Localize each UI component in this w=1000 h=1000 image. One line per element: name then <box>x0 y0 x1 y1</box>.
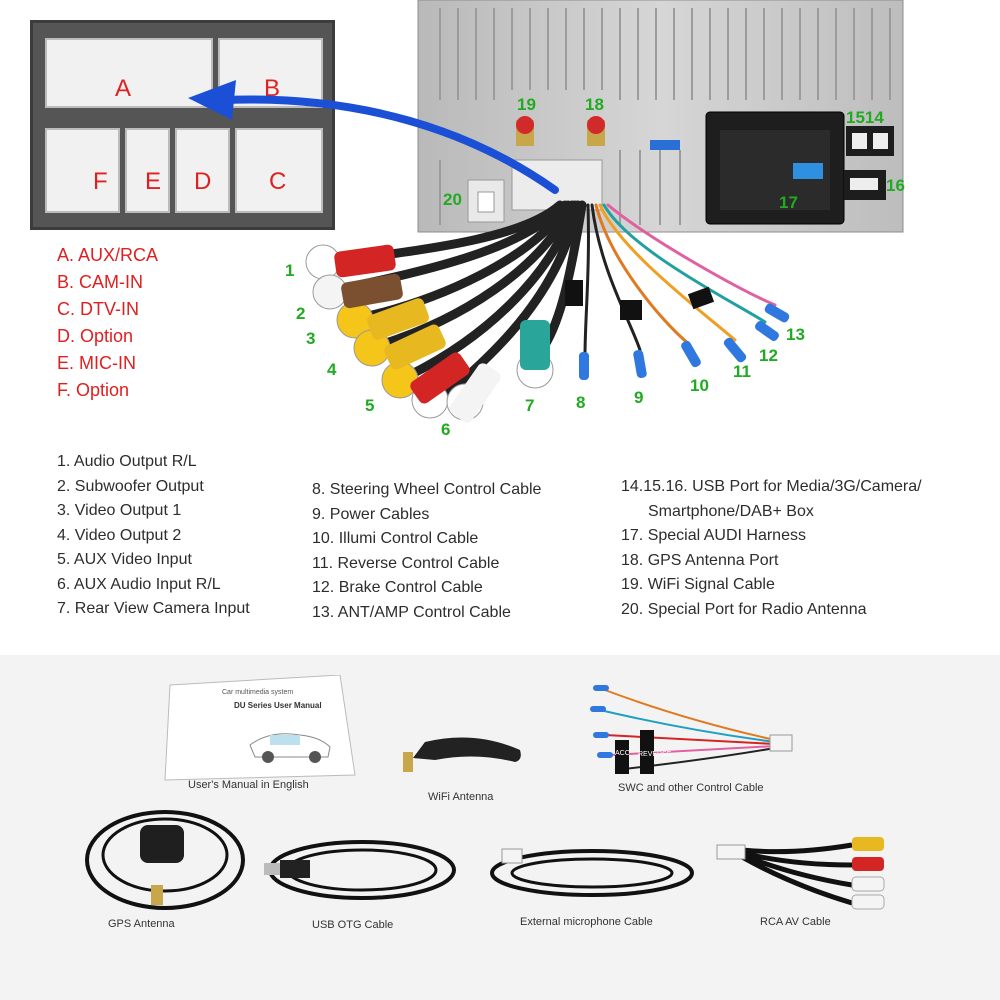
legend-d: D. Option <box>57 326 134 346</box>
connector-closeup: A B F E D C <box>30 20 335 230</box>
cable-label-1: 1 <box>285 261 295 280</box>
radio-back-panel <box>417 0 904 233</box>
list-item: 12. Brake Control Cable <box>312 579 483 596</box>
letter-f: F <box>93 168 108 195</box>
caption-mic: External microphone Cable <box>520 916 653 928</box>
mic-cable-image <box>490 848 694 897</box>
caption-otg: USB OTG Cable <box>312 919 394 931</box>
list-item: 20. Special Port for Radio Antenna <box>621 600 867 618</box>
port-label-19: 19 <box>517 95 536 114</box>
list-item: 6. AUX Audio Input R/L <box>57 575 221 593</box>
cable-label-5: 5 <box>365 396 375 415</box>
port-label-18: 18 <box>585 95 604 114</box>
plug-d <box>175 128 230 213</box>
port-label-20: 20 <box>443 190 462 209</box>
plug-e <box>125 128 170 213</box>
list-item: 11. Reverse Control Cable <box>312 554 500 572</box>
cable-label-8: 8 <box>576 393 586 412</box>
cable-label-10: 10 <box>690 376 709 395</box>
port-label-1514: 1514 <box>846 108 884 127</box>
manual-image <box>164 675 356 781</box>
port-label-16: 16 <box>886 176 905 195</box>
gps-antenna-image <box>85 810 245 910</box>
list-item: 3. Video Output 1 <box>57 502 182 519</box>
accessories-panel: Car multimedia system DU Series User Man… <box>0 655 1000 1000</box>
cable-label-7: 7 <box>525 396 535 415</box>
swc-tag-acc: ACC <box>615 750 630 757</box>
list-item: 1. Audio Output R/L <box>57 453 197 470</box>
cable-label-13: 13 <box>786 325 805 344</box>
arrow-icon <box>188 80 559 194</box>
cable-label-12: 12 <box>759 346 778 365</box>
list-item: 8. Steering Wheel Control Cable <box>312 481 542 498</box>
swc-tag-reverse: REVERSE <box>638 751 672 758</box>
plug-a <box>45 38 213 108</box>
letter-b: B <box>264 75 281 102</box>
legend-f: F. Option <box>57 380 130 400</box>
legend-e: E. MIC-IN <box>57 353 136 373</box>
cable-list-col2: 8. Steering Wheel Control Cable 9. Power… <box>312 478 541 625</box>
swc-cable-image <box>590 685 793 774</box>
cable-harness <box>305 200 790 423</box>
list-item: 17. Special AUDI Harness <box>621 527 806 544</box>
list-item: 2. Subwoofer Output <box>57 477 204 495</box>
list-item: 14.15.16. USB Port for Media/3G/Camera/ <box>621 478 922 495</box>
cable-label-11: 11 <box>733 362 751 381</box>
legend-c: C. DTV-IN <box>57 299 140 319</box>
cable-label-3: 3 <box>306 329 316 348</box>
cable-label-4: 4 <box>327 360 337 379</box>
list-item: Smartphone/DAB+ Box <box>648 502 814 520</box>
cable-label-9: 9 <box>634 388 644 407</box>
letter-e: E <box>145 168 162 195</box>
list-item: 13. ANT/AMP Control Cable <box>312 603 511 621</box>
wiring-diagram: A B F E D C <box>30 0 922 625</box>
usb-otg-image <box>264 840 456 900</box>
list-item: 10. Illumi Control Cable <box>312 530 479 547</box>
letter-d: D <box>194 168 212 195</box>
port-label-17: 17 <box>779 193 798 212</box>
legend-a: A. AUX/RCA <box>57 245 159 265</box>
caption-manual: User's Manual in English <box>188 779 309 791</box>
port-list-col3: 14.15.16. USB Port for Media/3G/Camera/ … <box>621 475 922 622</box>
cable-list-col1: 1. Audio Output R/L 2. Subwoofer Output … <box>57 450 250 622</box>
list-item: 4. Video Output 2 <box>57 526 182 544</box>
wifi-antenna-image <box>403 737 521 772</box>
caption-rca: RCA AV Cable <box>760 916 831 928</box>
cable-label-2: 2 <box>296 304 306 323</box>
list-item: 5. AUX Video Input <box>57 551 192 568</box>
caption-wifi: WiFi Antenna <box>428 791 494 803</box>
list-item: 18. GPS Antenna Port <box>621 551 779 569</box>
manual-series-title: DU Series User Manual <box>234 701 322 710</box>
legend-b: B. CAM-IN <box>57 272 144 292</box>
plug-f <box>45 128 120 213</box>
list-item: 7. Rear View Camera Input <box>57 600 250 617</box>
list-item: 19. WiFi Signal Cable <box>621 576 775 593</box>
manual-small-title: Car multimedia system <box>222 689 294 696</box>
letter-c: C <box>269 168 287 195</box>
plug-c <box>235 128 323 213</box>
rca-cable-image <box>716 837 885 910</box>
letter-a: A <box>115 75 132 102</box>
caption-swc: SWC and other Control Cable <box>618 782 764 794</box>
list-item: 9. Power Cables <box>312 505 430 523</box>
caption-gps: GPS Antenna <box>108 918 175 930</box>
cable-label-6: 6 <box>441 420 451 439</box>
